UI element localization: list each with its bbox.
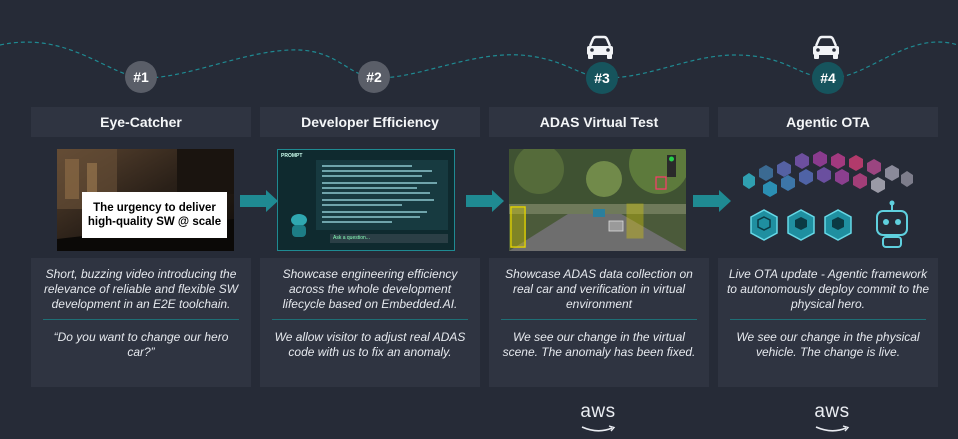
step-card-3: Showcase ADAS data collection on real ca… xyxy=(489,258,709,387)
agentic-network-graphic xyxy=(733,147,918,253)
aws-logo-text: aws xyxy=(580,401,616,422)
step-badge-4: #4 xyxy=(812,62,844,94)
step-detail-3: We see our change in the virtual scene. … xyxy=(502,330,696,359)
step-badge-1: #1 xyxy=(125,61,157,93)
card-divider xyxy=(272,319,468,320)
card-divider xyxy=(43,319,239,320)
arrow-right-icon xyxy=(466,190,504,212)
step-detail-2: We allow visitor to adjust real ADAS cod… xyxy=(274,330,466,359)
robot-icon xyxy=(291,214,307,237)
step-badge-3: #3 xyxy=(586,62,618,94)
step-card-2: Showcase engineering efficiency across t… xyxy=(260,258,480,387)
video-overlay-caption: The urgency to deliver high-quality SW @… xyxy=(82,192,227,238)
robot-icon xyxy=(876,200,908,248)
step-detail-4: We see our change in the physical vehicl… xyxy=(736,330,920,359)
aws-logo-text: aws xyxy=(814,401,850,422)
car-icon xyxy=(813,35,839,59)
step-description-3: Showcase ADAS data collection on real ca… xyxy=(505,267,693,311)
step-card-1: Short, buzzing video introducing the rel… xyxy=(31,258,251,387)
step-description-4: Live OTA update - Agentic framework to a… xyxy=(726,267,930,311)
car-icon xyxy=(587,35,613,59)
step-title-4: Agentic OTA xyxy=(718,107,938,137)
step-card-4: Live OTA update - Agentic framework to a… xyxy=(718,258,938,387)
step-detail-1: “Do you want to change our hero car?” xyxy=(53,330,229,359)
timeline-wave xyxy=(0,41,958,79)
chat-message-panel xyxy=(316,160,448,230)
street-scene xyxy=(509,149,686,251)
step-description-1: Short, buzzing video introducing the rel… xyxy=(43,267,239,311)
eye-catcher-video-thumbnail[interactable]: The urgency to deliver high-quality SW @… xyxy=(57,149,234,251)
aws-smile-icon xyxy=(581,425,616,432)
prompt-logo: PROMPT xyxy=(281,153,303,159)
chat-text-lines xyxy=(322,165,437,223)
card-divider xyxy=(501,319,697,320)
adas-street-scene-image[interactable] xyxy=(509,149,686,251)
hexagon-cluster xyxy=(743,151,913,248)
developer-tool-screenshot[interactable]: PROMPT Ask a question... xyxy=(277,149,455,251)
arrow-right-icon xyxy=(693,190,731,212)
cube-icon xyxy=(757,216,844,231)
step-badge-2: #2 xyxy=(358,61,390,93)
step-title-3: ADAS Virtual Test xyxy=(489,107,709,137)
card-divider xyxy=(730,319,926,320)
aws-logo: aws xyxy=(810,402,854,432)
step-title-2: Developer Efficiency xyxy=(260,107,480,137)
step-description-2: Showcase engineering efficiency across t… xyxy=(282,267,458,311)
chat-input[interactable]: Ask a question... xyxy=(330,234,448,243)
aws-smile-icon xyxy=(815,425,850,432)
arrow-right-icon xyxy=(240,190,278,212)
step-title-1: Eye-Catcher xyxy=(31,107,251,137)
aws-logo: aws xyxy=(576,402,620,432)
